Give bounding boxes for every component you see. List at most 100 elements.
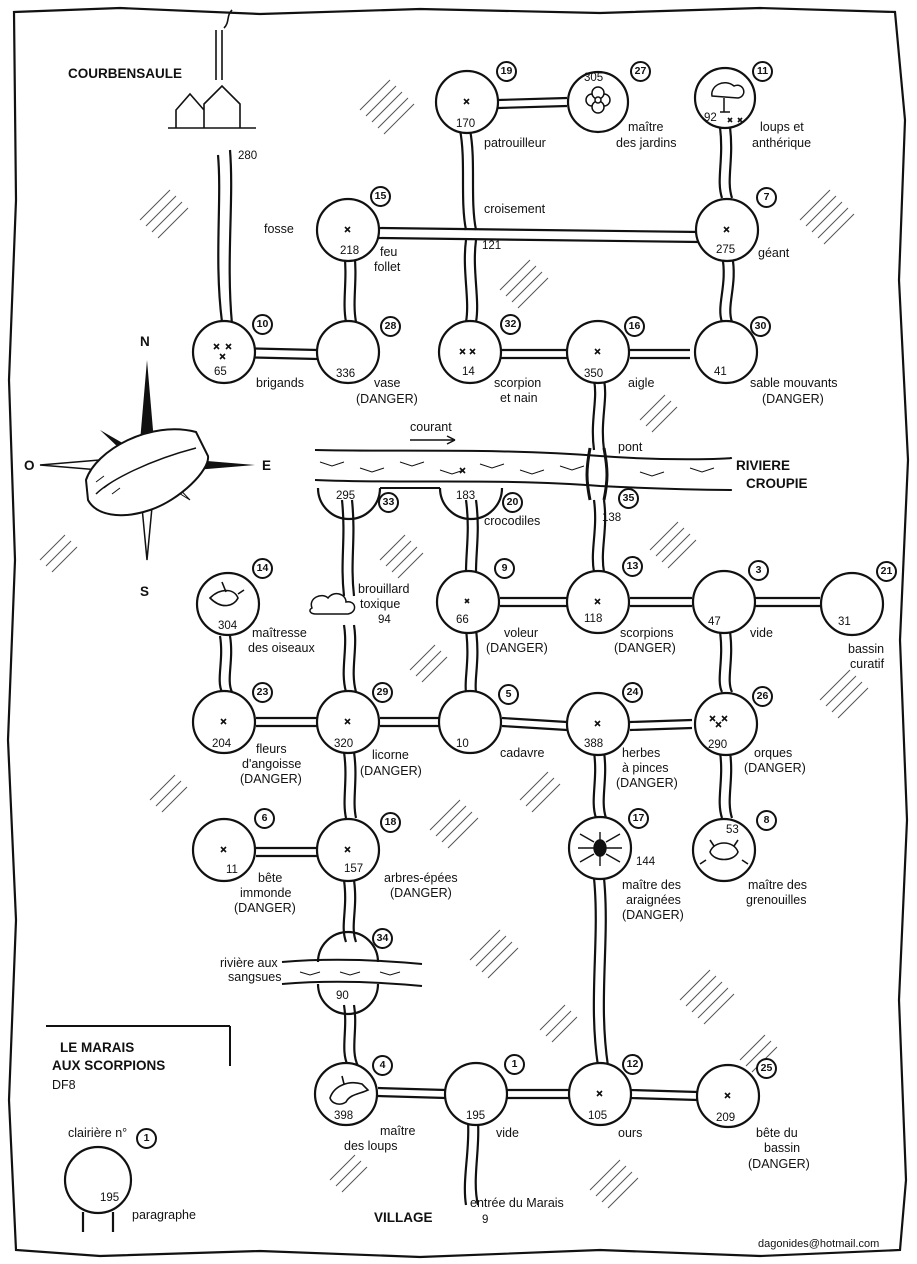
clearing-label-10: brigands <box>256 376 304 390</box>
clearing-number-18: 157 <box>344 863 364 875</box>
clearing-badge-34: 34 <box>372 928 393 949</box>
compass-o: O <box>24 458 35 473</box>
clearing-number-17: 144 <box>636 856 656 868</box>
clearing-label-5: cadavre <box>500 746 545 760</box>
map-title-2: AUX SCORPIONS <box>52 1058 166 1073</box>
clearing-number-16: 350 <box>584 368 604 380</box>
clearing-badge-30: 30 <box>750 316 771 337</box>
clearing-badge-29: 29 <box>372 682 393 703</box>
entrance-number: 9 <box>482 1214 489 1226</box>
clearing-number-8: 53 <box>726 824 739 836</box>
compass-s: S <box>140 584 150 599</box>
clearing-number-28: 336 <box>336 368 356 380</box>
village-label: VILLAGE <box>374 1210 433 1225</box>
clearing-label-26b: (DANGER) <box>744 761 806 775</box>
clearing-number-11: 92 <box>704 112 717 124</box>
clearing-label-23c: (DANGER) <box>240 772 302 786</box>
clearing-badge-14: 14 <box>252 558 273 579</box>
clearing-badge-6: 6 <box>254 808 275 829</box>
clearing-label-6b: immonde <box>240 886 292 900</box>
croisement-label: croisement <box>484 202 546 216</box>
clearing-badge-9: 9 <box>494 558 515 579</box>
clearing-number-33: 295 <box>336 490 356 502</box>
clearing-label-32a: scorpion <box>494 376 542 390</box>
river-name-2: CROUPIE <box>746 476 808 491</box>
river-clearings <box>316 487 504 1016</box>
clearing-badge-24: 24 <box>622 682 643 703</box>
clearing-label-14a: maîtresse <box>252 626 307 640</box>
clearing-badge-4: 4 <box>372 1055 393 1076</box>
tree-icon <box>711 82 745 113</box>
legend-label: paragraphe <box>132 1208 196 1222</box>
clearing-badge-18: 18 <box>380 812 401 833</box>
clearing-badge-11: 11 <box>752 61 773 82</box>
clearing-label-4b: des loups <box>344 1139 398 1153</box>
clearing-label-15c: follet <box>374 260 401 274</box>
flower-icon <box>585 86 611 114</box>
clearing-label-25a: bête du <box>756 1126 798 1140</box>
clearing-label-15a: fosse <box>264 222 294 236</box>
clearing-label-19: patrouilleur <box>484 136 546 150</box>
legend-path <box>81 1212 115 1232</box>
clearing-label-8b: grenouilles <box>746 893 807 907</box>
clearing-number-14: 304 <box>218 620 238 632</box>
clearing-number-6: 11 <box>226 864 238 876</box>
clearing-number-4: 398 <box>334 1110 354 1122</box>
clearing-badge-26: 26 <box>752 686 773 707</box>
credit: dagonides@hotmail.com <box>758 1238 880 1250</box>
clearing-label-24a: herbes <box>622 746 661 760</box>
clearing-label-13b: (DANGER) <box>614 641 676 655</box>
clearing-badge-28: 28 <box>380 316 401 337</box>
clearing-badge-27: 27 <box>630 61 651 82</box>
clearing-label-12: ours <box>618 1126 643 1140</box>
parchment-border <box>6 6 910 1259</box>
clearing-badge-33: 33 <box>378 492 399 513</box>
clearing-label-25b: bassin <box>764 1141 801 1155</box>
clearing-label-6c: (DANGER) <box>234 901 296 915</box>
fog-icon <box>309 592 356 615</box>
clearing-badge-3: 3 <box>748 560 769 581</box>
clearing-badge-5: 5 <box>498 684 519 705</box>
number-280: 280 <box>238 150 258 162</box>
clearing-label-27a: maître <box>628 120 664 134</box>
clearing-number-23: 204 <box>212 738 232 750</box>
river-name-1: RIVIERE <box>736 458 791 473</box>
clearing-badge-19: 19 <box>496 61 517 82</box>
clearing-label-15b: feu <box>380 245 398 259</box>
clearing-number-29: 320 <box>334 738 354 750</box>
clearing-label-6a: bête <box>258 871 283 885</box>
clearing-label-11b: anthérique <box>752 136 812 150</box>
clearing-badge-16: 16 <box>624 316 645 337</box>
clearing-number-1: 195 <box>466 1110 486 1122</box>
clearing-number-27: 305 <box>584 72 604 84</box>
clearing-number-30: 41 <box>714 366 727 378</box>
bridge-label: pont <box>618 440 643 454</box>
clearing-label-8a: maître des <box>748 878 808 892</box>
clearing-label-9b: (DANGER) <box>486 641 548 655</box>
clearing-badge-15: 15 <box>370 186 391 207</box>
clearing-badge-8: 8 <box>756 810 777 831</box>
clearing-label-29a: licorne <box>372 748 409 762</box>
map-title-1: LE MARAIS <box>60 1040 135 1055</box>
clearing-label-18a: arbres-épées <box>384 871 458 885</box>
legend-number: 195 <box>100 1192 120 1204</box>
clearing-label-30a: sable mouvants <box>750 376 838 390</box>
spider-icon <box>578 832 622 866</box>
clearing-badge-32: 32 <box>500 314 521 335</box>
leech-river <box>281 958 423 987</box>
clearing-number-3: 47 <box>708 616 721 628</box>
clearing-number-15: 218 <box>340 245 360 257</box>
clearing-label-17c: (DANGER) <box>622 908 684 922</box>
clearing-badge-12: 12 <box>622 1054 643 1075</box>
clearing-number-10: 65 <box>214 366 227 378</box>
number-138: 138 <box>602 512 622 524</box>
clearing-label-30b: (DANGER) <box>762 392 824 406</box>
number-121: 121 <box>482 240 502 252</box>
clearing-badge-17: 17 <box>628 808 649 829</box>
clearing-number-5: 10 <box>456 738 469 750</box>
bird-icon <box>208 581 245 607</box>
clearing-badge-20: 20 <box>502 492 523 513</box>
leech-river-2: sangsues <box>228 970 282 984</box>
clearing-number-32: 14 <box>462 366 475 378</box>
